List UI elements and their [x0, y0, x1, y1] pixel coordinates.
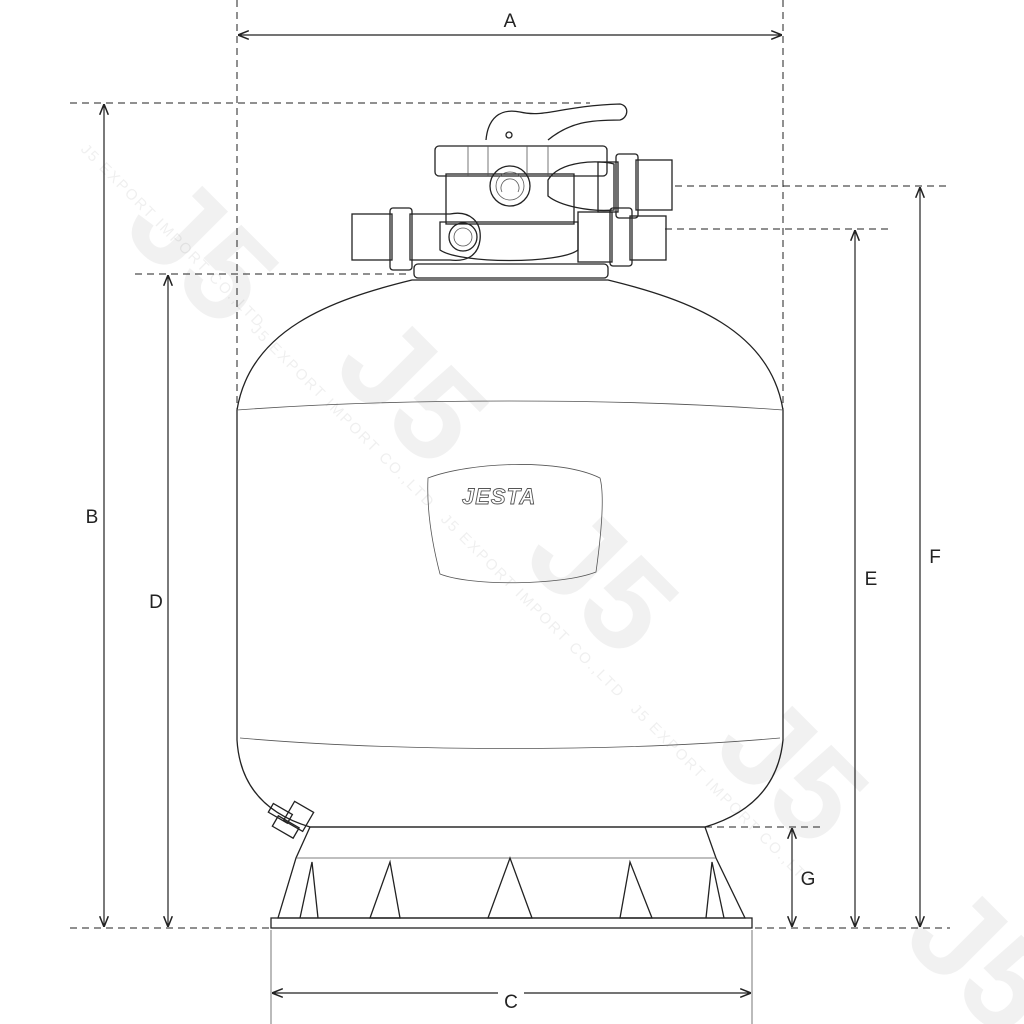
- extension-lines: [70, 0, 950, 1024]
- watermark-mark: J5: [880, 857, 1024, 1024]
- brand-logo: JESTA: [462, 484, 536, 509]
- valve-handle: [485, 103, 628, 141]
- label-e: E: [865, 569, 878, 590]
- label-c: C: [504, 992, 518, 1013]
- label-d: D: [149, 592, 163, 613]
- filter-tank: JESTA: [236, 279, 784, 840]
- dimension-labels: A B C D E F G: [86, 10, 941, 1016]
- label-a: A: [504, 11, 517, 32]
- watermark-mark: J5: [310, 287, 515, 492]
- label-g: G: [801, 869, 816, 890]
- pressure-gauge: [489, 165, 531, 207]
- watermark: J5 J5 J5 J5 J5 J5 EXPORT IMPORT CO.,LTD …: [77, 141, 1024, 1024]
- drain-plug: [267, 800, 315, 840]
- watermark-mark: J5: [690, 667, 895, 872]
- multiport-valve: [351, 103, 673, 279]
- filter-base: [270, 826, 753, 929]
- logo-badge: [427, 464, 603, 584]
- label-f: F: [929, 547, 941, 568]
- watermark-mark: J5: [100, 147, 305, 352]
- label-b: B: [86, 507, 99, 528]
